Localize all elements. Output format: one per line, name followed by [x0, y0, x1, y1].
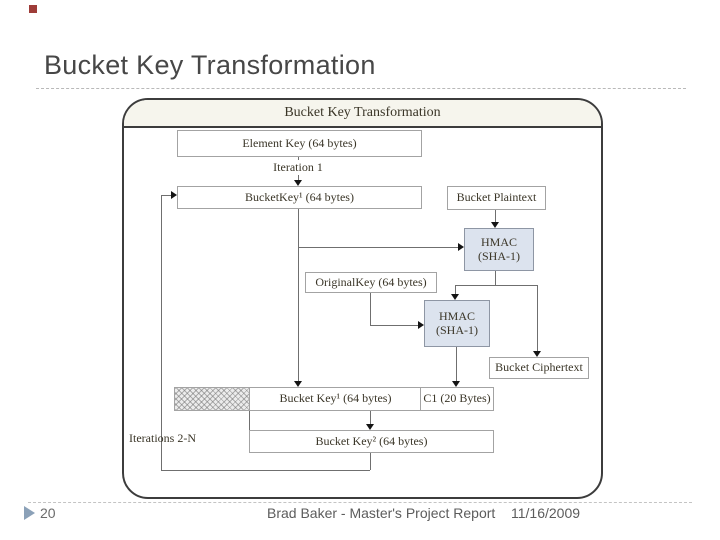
bucket-plaintext-box: Bucket Plaintext [447, 186, 546, 210]
arrowhead-down-icon [452, 381, 460, 387]
slide-title: Bucket Key Transformation [44, 50, 376, 80]
slide-accent-square [29, 5, 37, 13]
hmac-label: HMAC [480, 234, 517, 249]
connector-line [298, 207, 299, 381]
loop-line [161, 195, 171, 196]
arrowhead-down-icon [451, 294, 459, 300]
iteration-1-label: Iteration 1 [248, 160, 348, 175]
connector-line [455, 285, 456, 294]
slide-number-arrow-icon [24, 506, 35, 520]
iterations-2-n-label: Iterations 2-N [129, 431, 196, 445]
c1-box: C1 (20 Bytes) [420, 387, 494, 411]
connector-line [537, 285, 538, 351]
arrowhead-down-icon [491, 222, 499, 228]
connector-line [370, 409, 371, 424]
hmac-label: HMAC [438, 308, 475, 323]
slide-number: 20 [40, 505, 56, 521]
arrowhead-down-icon [294, 381, 302, 387]
connector-line [370, 325, 418, 326]
connector-line [456, 345, 457, 381]
bucketkey1-box: BucketKey¹ (64 bytes) [177, 186, 422, 209]
sha1-label: (SHA-1) [436, 322, 478, 337]
hatched-padding-box [174, 387, 251, 411]
connector-line [495, 269, 496, 285]
arrowhead-down-icon [533, 351, 541, 357]
arrowhead-right-icon [171, 191, 177, 199]
bucket-key2-box: Bucket Key² (64 bytes) [249, 430, 494, 453]
diagram-header: Bucket Key Transformation [124, 100, 601, 128]
sha1-label: (SHA-1) [478, 248, 520, 263]
connector-line [298, 247, 458, 248]
footer-author-text: Brad Baker - Master's Project Report [267, 505, 496, 521]
loop-line [370, 451, 371, 470]
arrowhead-right-icon [458, 243, 464, 251]
bucket-ciphertext-box: Bucket Ciphertext [489, 357, 589, 379]
footer-date: 11/16/2009 [511, 505, 581, 521]
loop-line [161, 195, 162, 470]
connector-line [370, 291, 371, 325]
connector-line [455, 285, 537, 286]
element-key-box: Element Key (64 bytes) [177, 130, 422, 157]
footer-divider [28, 502, 692, 503]
originalkey-box: OriginalKey (64 bytes) [305, 272, 437, 293]
hmac-sha1-top-box: HMAC (SHA-1) [464, 228, 534, 271]
title-divider [36, 88, 686, 89]
bucket-key1-result-box: Bucket Key¹ (64 bytes) [249, 387, 422, 411]
arrowhead-down-icon [294, 180, 302, 186]
arrowhead-down-icon [366, 424, 374, 430]
connector-line [249, 409, 250, 430]
bucket-key-diagram: Bucket Key Transformation Element Key (6… [122, 98, 603, 499]
arrowhead-right-icon [418, 321, 424, 329]
loop-line [161, 470, 370, 471]
hmac-sha1-bottom-box: HMAC (SHA-1) [424, 300, 490, 347]
connector-line [495, 208, 496, 222]
